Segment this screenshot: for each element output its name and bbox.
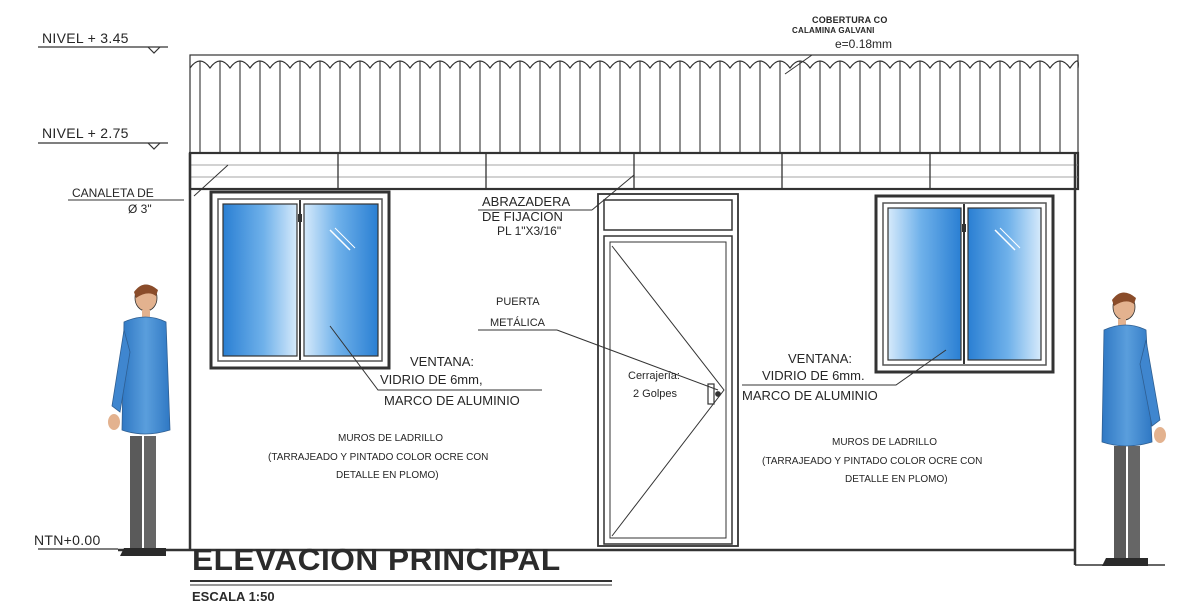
clamp-note-line3: PL 1"X3/16" [497, 224, 562, 238]
roof-note-line3: e=0.18mm [835, 37, 893, 51]
door-note-line1: PUERTA [496, 296, 540, 308]
window-right [874, 194, 1055, 374]
gutter-note-line1: CANALETA DE [72, 186, 154, 200]
roof-fascia [188, 151, 1080, 191]
level-marker-middle [38, 142, 168, 150]
clamp-note-line2: DE FIJACION [482, 209, 563, 224]
wall-right-note-line2: (TARRAJEADO Y PINTADO COLOR OCRE CON [762, 456, 983, 467]
human-figure-right-icon [1101, 292, 1166, 566]
wall-left-note-line1: MUROS DE LADRILLO [338, 433, 444, 444]
gutter-note-line2: Ø 3" [128, 202, 152, 216]
wall-outline [118, 153, 1165, 566]
lock-note-line1: Cerrajería: [628, 370, 680, 382]
roof-note-line1: COBERTURA CO [812, 15, 888, 25]
window-left-note-line1: VENTANA: [410, 354, 475, 369]
window-left [209, 190, 391, 370]
drawing-scale: ESCALA 1:50 [192, 589, 275, 604]
lock-note-line2: 2 Golpes [633, 388, 678, 400]
roof-note-line2: CALAMINA GALVANI [792, 26, 875, 35]
window-right-note-line2: VIDRIO DE 6mm. [762, 368, 865, 383]
window-left-note-line3: MARCO DE ALUMINIO [384, 393, 520, 408]
metal-door [597, 193, 739, 547]
window-right-note-line1: VENTANA: [788, 351, 853, 366]
level-marker-upper [38, 46, 168, 54]
wall-right-note-line3: DETALLE EN PLOMO) [845, 474, 948, 485]
level-ground-label: NTN+0.00 [34, 532, 101, 548]
human-figure-left-icon [108, 284, 171, 556]
door-note-line2: METÁLICA [490, 317, 546, 329]
window-right-note-line3: MARCO DE ALUMINIO [742, 388, 878, 403]
leader-lines [68, 54, 947, 391]
level-upper-label: NIVEL + 3.45 [42, 30, 129, 46]
wall-right-note-line1: MUROS DE LADRILLO [832, 437, 938, 448]
level-middle-label: NIVEL + 2.75 [42, 125, 129, 141]
clamp-note-line1: ABRAZADERA [482, 194, 571, 209]
wall-left-note-line2: (TARRAJEADO Y PINTADO COLOR OCRE CON [268, 452, 489, 463]
title-underline [190, 580, 612, 586]
drawing-title: ELEVACION PRINCIPAL [192, 542, 561, 577]
corrugated-roof [189, 54, 1079, 154]
window-left-note-line2: VIDRIO DE 6mm, [380, 372, 483, 387]
wall-left-note-line3: DETALLE EN PLOMO) [336, 470, 439, 481]
